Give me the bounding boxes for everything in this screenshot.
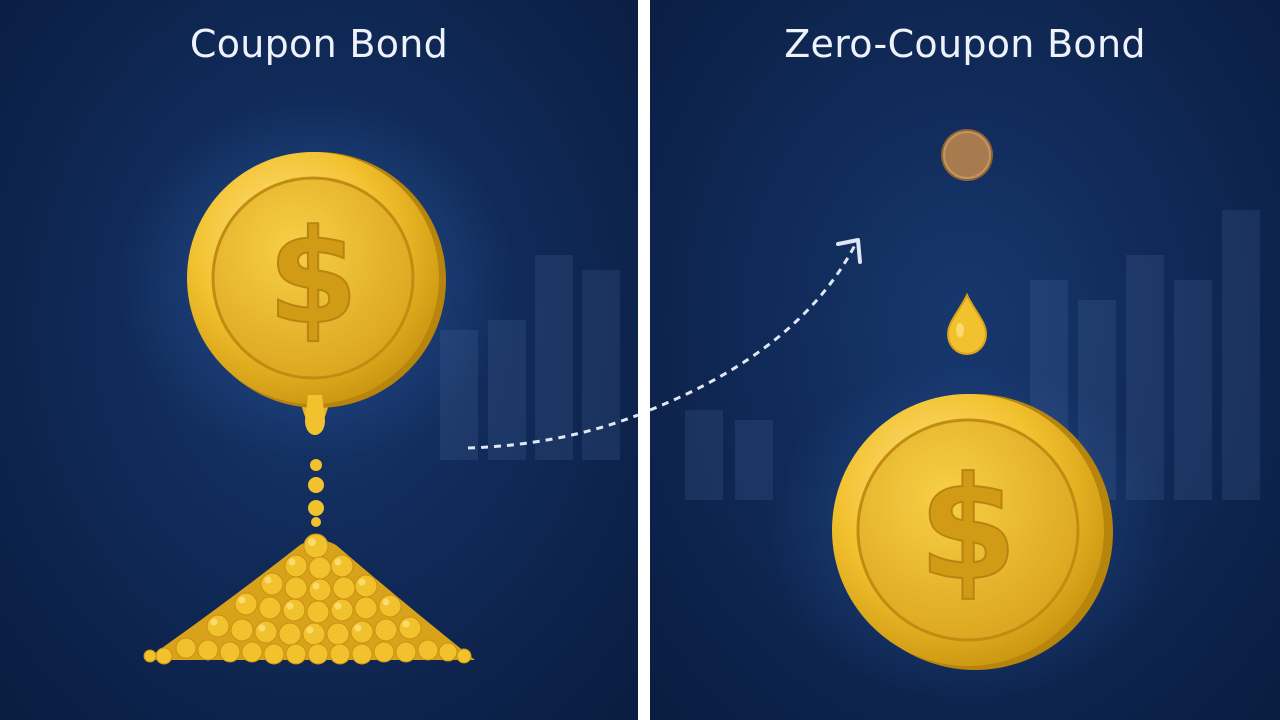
coupon-bond-illustration: $	[115, 100, 638, 665]
dashed-arrow-path-right	[650, 244, 857, 412]
arrow-head-icon	[836, 238, 862, 264]
small-bronze-coin	[941, 129, 993, 181]
zero-coupon-bond-illustration: $	[650, 129, 1260, 700]
zero-coupon-bond-title: Zero-Coupon Bond	[784, 22, 1146, 66]
large-dollar-coin: $	[187, 152, 446, 435]
large-dollar-coin-right: $	[832, 394, 1113, 670]
dollar-sign-right: $	[919, 447, 1018, 612]
gold-coin-pile	[143, 533, 475, 665]
falling-droplets	[308, 459, 324, 527]
zero-coupon-bond-panel: $ Zero-Coupon Bond	[650, 0, 1280, 720]
coupon-bond-panel: $	[0, 0, 638, 720]
panel-divider	[638, 0, 650, 720]
dollar-sign: $	[268, 201, 358, 353]
gold-droplet-icon	[946, 292, 988, 356]
coupon-bond-title: Coupon Bond	[189, 22, 449, 66]
